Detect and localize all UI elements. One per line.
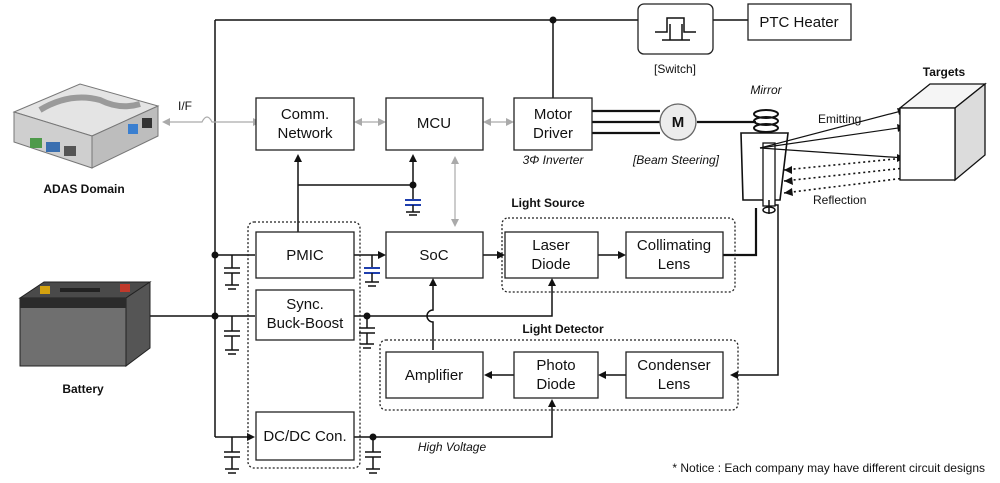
capacitor-mcu [405, 199, 421, 216]
condenser-lens-label-2: Lens [658, 376, 691, 393]
photo-diode-label-1: Photo [536, 357, 575, 374]
pmic-label: PMIC [286, 247, 324, 264]
condenser-lens-box [625, 351, 724, 399]
collimating-lens-box [625, 231, 724, 279]
condenser-lens-label-1: Condenser [637, 357, 710, 374]
capacitor-soc [364, 255, 380, 287]
light-detector-label: Light Detector [522, 322, 604, 336]
soc-box [385, 231, 484, 279]
ptc-heater-label: PTC Heater [759, 14, 838, 31]
battery-label: Battery [62, 382, 104, 396]
switch-box [637, 3, 714, 55]
collimating-lens-label-1: Collimating [637, 237, 711, 254]
inverter-label: 3Φ Inverter [523, 153, 585, 167]
targets-label: Targets [923, 65, 966, 79]
laser-diode-label-2: Diode [531, 256, 570, 273]
laser-diode-box [504, 231, 599, 279]
target-cube [898, 82, 987, 182]
photo-diode-box [513, 351, 599, 399]
wiring [148, 16, 779, 441]
light-detector-group [379, 339, 739, 411]
motor-driver-box [513, 97, 593, 151]
motor-driver-label-1: Motor [534, 106, 572, 123]
light-source-group [501, 217, 736, 293]
buck-boost-label-2: Buck-Boost [267, 315, 345, 332]
mirror-assembly [740, 109, 789, 214]
buck-boost-box [255, 289, 355, 341]
capacitor-rail-1 [224, 255, 240, 290]
motor-circle [659, 103, 697, 141]
notice-text: * Notice : Each company may have differe… [672, 461, 985, 475]
comm-network-label-2: Network [277, 125, 333, 142]
motor-driver-label-2: Driver [533, 125, 573, 142]
switch-label: [Switch] [654, 62, 696, 76]
pmic-box [255, 231, 355, 279]
collimating-lens-label-2: Lens [658, 256, 691, 273]
beam-steering-label: [Beam Steering] [632, 153, 720, 167]
amplifier-box [385, 351, 484, 399]
buck-boost-label-1: Sync. [286, 296, 324, 313]
dcdc-label: DC/DC Con. [263, 428, 346, 445]
dcdc-box [255, 411, 355, 461]
emitting-label: Emitting [818, 112, 861, 126]
power-group [247, 221, 361, 469]
laser-diode-label-1: Laser [532, 237, 570, 254]
comm-network-label-1: Comm. [281, 106, 329, 123]
photo-diode-label-2: Diode [536, 376, 575, 393]
mcu-box [385, 97, 484, 151]
battery-image [18, 281, 152, 367]
capacitor-rail-2 [224, 316, 240, 355]
capacitor-dcdc [365, 437, 381, 474]
ptc-heater-box [747, 3, 852, 41]
motor-label: M [672, 114, 685, 131]
adas-domain-unit [12, 83, 160, 169]
high-voltage-label: High Voltage [418, 440, 487, 454]
capacitor-rail-3 [224, 437, 240, 474]
comm-network-box [255, 97, 355, 151]
interface-label: I/F [178, 99, 192, 113]
mirror-label: Mirror [750, 83, 782, 97]
mcu-label: MCU [417, 115, 451, 132]
soc-label: SoC [419, 247, 448, 264]
amplifier-label: Amplifier [405, 367, 463, 384]
capacitor-buck [359, 316, 375, 349]
adas-domain-label: ADAS Domain [43, 182, 124, 196]
light-source-label: Light Source [511, 196, 585, 210]
reflection-label: Reflection [813, 193, 866, 207]
signal-lines [162, 116, 514, 227]
